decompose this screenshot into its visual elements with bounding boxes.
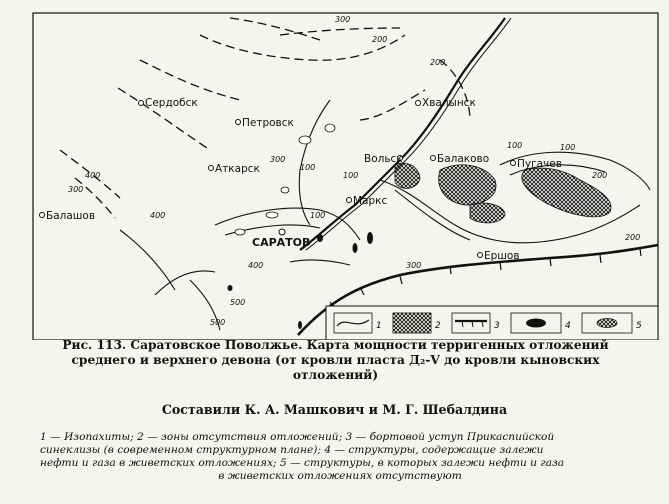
city-atkarsk: Аткарск xyxy=(215,163,260,175)
isopach-label: 300 xyxy=(270,155,285,164)
legend-line: 1 — Изопахиты; 2 — зоны отсутствия отлож… xyxy=(40,431,555,443)
isopach-label: 100 xyxy=(300,163,315,172)
isopach-label: 300 xyxy=(68,185,83,194)
caption-line: отложений) xyxy=(292,368,379,382)
legend-number: 1 xyxy=(376,321,382,331)
isopach-label: 200 xyxy=(372,35,387,44)
figure-caption: Рис. 113. Саратовское Поволжье. Карта мо… xyxy=(18,338,653,383)
isopach-map: Сердобск Петровск Хвалынск Вольск Балако… xyxy=(32,12,659,340)
isopach-label: 200 xyxy=(430,58,445,67)
legend-number: 3 xyxy=(494,321,500,331)
isopach-label: 400 xyxy=(248,261,263,270)
isopach-label: 200 xyxy=(625,233,640,242)
isopach-label: 100 xyxy=(507,141,522,150)
legend-number: 5 xyxy=(636,321,642,331)
isopach-label: 100 xyxy=(560,143,575,152)
structures-with-deposits xyxy=(227,232,373,329)
isopach-label: 100 xyxy=(343,171,358,180)
isopach-label: 200 xyxy=(592,171,607,180)
volga-river-bank xyxy=(305,17,512,251)
isopach-label: 400 xyxy=(150,211,165,220)
caspian-edge xyxy=(297,243,659,336)
city-saratov: САРАТОВ xyxy=(252,236,310,249)
legend-line: синеклизы (в современном структурном пла… xyxy=(40,444,544,456)
city-balakovo: Балаково xyxy=(437,153,489,165)
city-pugachev: Пугачев xyxy=(517,158,562,170)
isopach-lines xyxy=(59,17,471,219)
isopach-label: 500 xyxy=(210,318,225,327)
city-volsk: Вольск xyxy=(364,153,403,165)
city-balashov: Балашов xyxy=(46,210,95,222)
structures-without-deposits xyxy=(234,123,336,236)
city-markers xyxy=(39,100,516,258)
legend-number: 2 xyxy=(435,321,441,331)
legend-number: 4 xyxy=(565,321,571,331)
caption-line: среднего и верхнего девона (от кровли пл… xyxy=(71,353,600,367)
isopach-label: 500 xyxy=(230,298,245,307)
legend-explanation: 1 — Изопахиты; 2 — зоны отсутствия отлож… xyxy=(40,431,640,483)
figure-authors: Составили К. А. Машкович и М. Г. Шебалди… xyxy=(161,402,508,417)
isopach-label: 400 xyxy=(85,171,100,180)
legend-line: в живетских отложениях отсутствуют xyxy=(218,470,462,482)
isopach-label: 100 xyxy=(310,211,325,220)
city-serdobsk: Сердобск xyxy=(145,97,198,109)
caption-line: Рис. 113. Саратовское Поволжье. Карта мо… xyxy=(62,338,609,352)
legend-line: нефти и газа в живетских отложениях; 5 —… xyxy=(40,457,565,469)
city-petrovsk: Петровск xyxy=(242,117,294,129)
isopach-solid-lines xyxy=(119,99,651,331)
isopach-label: 300 xyxy=(335,15,350,24)
isopach-label: 300 xyxy=(406,261,421,270)
map-legend: 1 2 3 4 5 xyxy=(325,305,659,340)
zones-absent-deposits xyxy=(394,162,612,224)
map-frame xyxy=(32,12,659,340)
city-khvalynsk: Хвалынск xyxy=(422,97,476,109)
city-ershov: Ершов xyxy=(484,250,520,262)
city-marks: Маркс xyxy=(353,195,388,207)
